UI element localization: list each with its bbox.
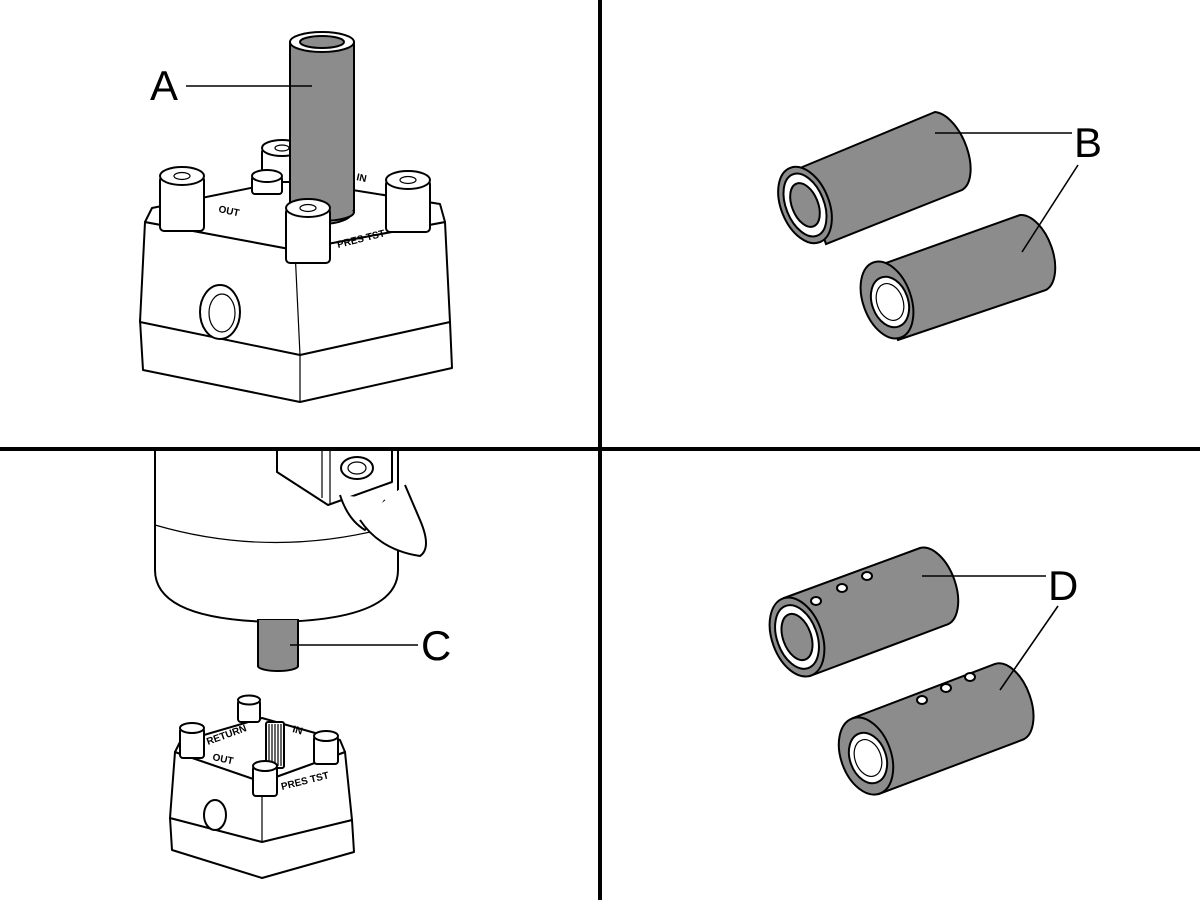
small-marking-in: IN <box>291 724 304 737</box>
coupler-d-lower <box>837 662 1035 796</box>
label-d: D <box>1048 562 1078 609</box>
coupler-d-upper <box>768 546 960 678</box>
leader-line-b-lower <box>1021 164 1079 253</box>
coupler-b-lower <box>859 213 1057 342</box>
coupler-a <box>289 31 355 225</box>
motor-shaft-c <box>257 619 299 672</box>
post-boss-right <box>385 170 431 233</box>
coupler-b-upper <box>777 110 972 246</box>
label-a: A <box>150 62 178 109</box>
small-manifold-block: OUT RETURN IN PRES TST <box>169 694 355 879</box>
small-marking-out: OUT <box>211 752 234 767</box>
label-c: C <box>421 622 451 669</box>
label-b: B <box>1074 119 1102 166</box>
valve-knob <box>251 169 283 195</box>
motor <box>154 451 427 623</box>
marking-out: OUT <box>217 204 240 219</box>
marking-in: IN <box>355 172 367 185</box>
post-boss-front <box>285 198 331 264</box>
leader-line-d-lower <box>999 605 1059 691</box>
post-boss-left <box>159 166 205 232</box>
manifold-block-with-coupler: OUT PRES TST IN <box>139 31 453 403</box>
side-port-hole <box>199 284 241 340</box>
